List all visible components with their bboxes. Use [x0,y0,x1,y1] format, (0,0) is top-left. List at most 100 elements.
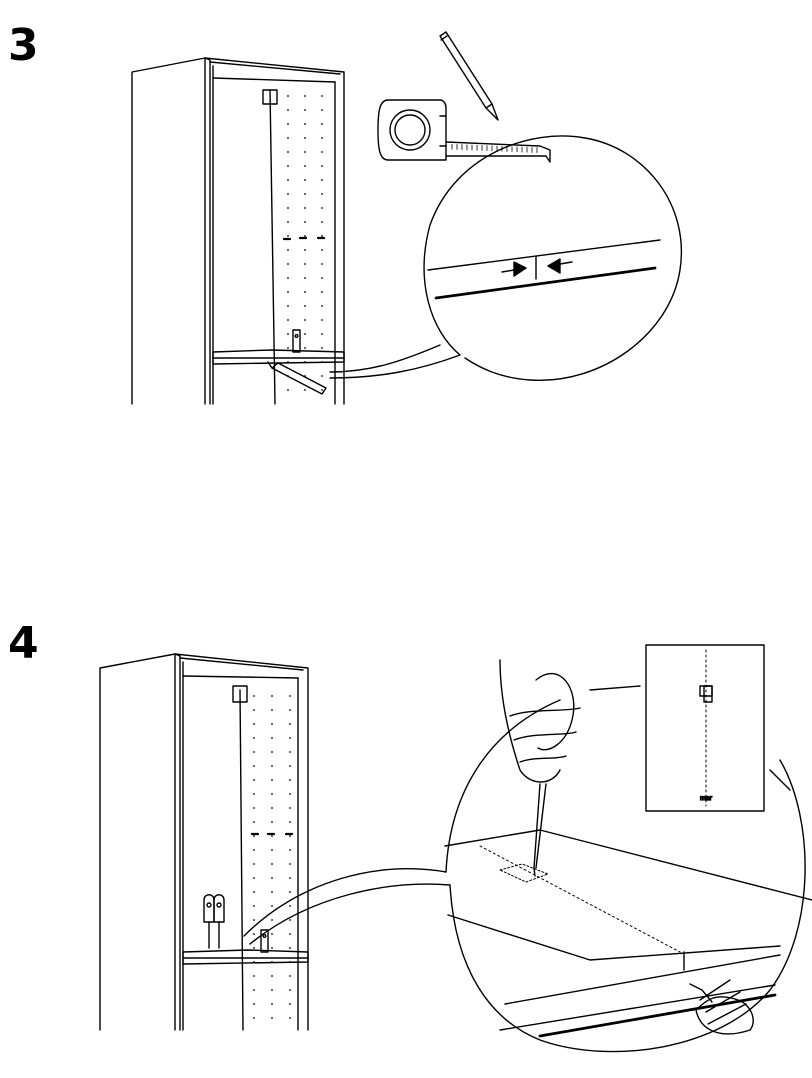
hole-dot [271,989,273,991]
hole-dot [304,389,306,391]
hole-dot [271,765,273,767]
hole-dot [271,695,273,697]
hole-dot [321,347,323,349]
hole-dot [289,989,291,991]
hole-dot [289,919,291,921]
step-4-callout [243,699,812,1053]
hole-dot [304,347,306,349]
hole-dot [271,807,273,809]
hole-dot [287,347,289,349]
hole-dot [271,947,273,949]
hole-dot [304,179,306,181]
step-3-cabinet [131,57,345,405]
hole-dot [253,989,255,991]
hole-dot [287,123,289,125]
hole-dot [287,235,289,237]
hole-dot [287,165,289,167]
hole-dot [304,305,306,307]
hole-dot [287,95,289,97]
hole-dot [289,975,291,977]
hole-dot [253,933,255,935]
hole-dot [289,905,291,907]
hole-dot [287,291,289,293]
hole-dot [253,877,255,879]
hole-dot [253,695,255,697]
detail-inset-label: mar [700,795,713,802]
hole-dot [253,1003,255,1005]
hole-dot [321,277,323,279]
hole-dot [304,361,306,363]
hole-dot [321,249,323,251]
hole-dot [304,137,306,139]
hole-dot [321,333,323,335]
hole-dot [287,263,289,265]
step-3-callout [329,135,682,381]
hole-dot [253,737,255,739]
hole-dot [289,807,291,809]
hole-dot [271,1017,273,1019]
hole-dot [321,319,323,321]
hole-dot [321,165,323,167]
step-4-cabinet [99,653,309,1031]
step-3-hole-pattern [287,95,323,391]
hole-dot [321,235,323,237]
hole-dot [304,95,306,97]
hole-dot [289,765,291,767]
hole-dot [304,207,306,209]
hole-dot [304,333,306,335]
hole-dot [304,221,306,223]
hole-dot [321,375,323,377]
hole-dot [304,277,306,279]
hole-dot [289,835,291,837]
hole-dot [287,305,289,307]
hole-dot [304,165,306,167]
hole-dot [253,905,255,907]
tape-measure-icon [377,99,551,163]
hole-dot [271,751,273,753]
hole-dot [271,835,273,837]
hole-dot [287,333,289,335]
hole-dot [304,291,306,293]
hole-dot [304,235,306,237]
hole-dot [287,137,289,139]
hole-dot [253,1017,255,1019]
detail-inset [589,644,791,812]
hole-dot [321,305,323,307]
hole-dot [289,947,291,949]
hole-dot [271,723,273,725]
hole-dot [321,389,323,391]
hole-dot [304,193,306,195]
hole-dot [253,793,255,795]
hole-dot [321,291,323,293]
hole-dot [321,263,323,265]
hole-dot [321,221,323,223]
hole-dot [271,891,273,893]
hole-dot [287,249,289,251]
hole-dot [321,361,323,363]
hole-dot [321,95,323,97]
hole-dot [304,123,306,125]
hole-dot [271,877,273,879]
hole-dot [253,723,255,725]
pencil-icon [439,31,499,121]
hole-dot [287,179,289,181]
hole-dot [289,737,291,739]
hole-dot [289,723,291,725]
hole-dot [289,821,291,823]
pointing-hand-icon [689,979,754,1035]
hole-dot [304,249,306,251]
hole-dot [271,919,273,921]
hole-dot [271,793,273,795]
hole-dot [253,919,255,921]
hole-dot [271,709,273,711]
hole-dot [287,207,289,209]
hole-dot [304,109,306,111]
hole-dot [271,863,273,865]
hole-dot [287,277,289,279]
hole-dot [304,319,306,321]
hole-dot [253,807,255,809]
hole-dot [289,891,291,893]
hole-dot [289,863,291,865]
hole-dot [253,947,255,949]
